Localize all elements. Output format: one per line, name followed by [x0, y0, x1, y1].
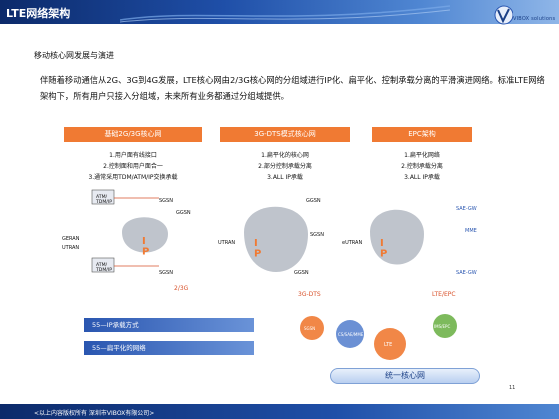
- ip-cloud-3: [370, 209, 424, 265]
- circle-mid: [336, 320, 364, 348]
- list-item: 3.ALL IP承载: [404, 174, 440, 181]
- column-head-epc: EPC架构: [372, 127, 472, 142]
- saegw-label-bottom: SAE-GW: [456, 270, 477, 276]
- section-subtitle: 移动核心网发展与演进: [34, 51, 114, 60]
- sgsn-label-top: SGSN: [159, 198, 173, 204]
- column-head-2g3g: 基础2G/3G核心网: [64, 127, 202, 142]
- circle-right-label: IMS/EPC: [434, 324, 450, 329]
- column-list-2g3g: 1.用户面有线接口 2.控制面和用户面合一 3.通常采用TDM/ATM/IP交换…: [64, 150, 202, 183]
- circle-center-label: LTE: [384, 342, 392, 348]
- description-paragraph: 伴随着移动通信从2G、3G到4G发展，LTE核心网由2/3G核心网的分组域进行I…: [40, 75, 545, 101]
- legend-flat-network: 55—扁平化的网络: [84, 341, 254, 355]
- ggsn-label-1: GGSN: [176, 210, 191, 216]
- circle-right: [433, 314, 457, 338]
- company-logo: VIBOX solutions: [491, 4, 555, 28]
- footer-bar: <以上内容版权所有 深圳市VIBOX有限公司>: [0, 404, 559, 419]
- circle-left: [300, 316, 324, 340]
- mme-label: MME: [465, 228, 477, 234]
- saegw-label-top: SAE-GW: [456, 206, 477, 212]
- atm-tdm-node-bottom: [91, 257, 115, 273]
- column-head-3gdts: 3G-DTS模式核心网: [220, 127, 350, 142]
- footer-text: <以上内容版权所有 深圳市VIBOX有限公司>: [34, 410, 155, 417]
- list-item: 2.控制承载分离: [401, 163, 443, 170]
- page-title: LTE网络架构: [6, 7, 71, 20]
- atm-tdm-node-top: [91, 189, 115, 205]
- tag-3gdts: 3G-DTS: [298, 291, 321, 298]
- sgsn-label-bottom: SGSN: [159, 270, 173, 276]
- list-item: 1.用户面有线接口: [109, 152, 157, 159]
- ggsn-label-3: GGSN: [294, 270, 309, 276]
- tag-lte-epc: LTE/EPC: [432, 291, 456, 298]
- eutran-label: eUTRAN: [342, 240, 362, 246]
- atm-tdm-label-bottom: ATM/TDM/IP: [95, 262, 112, 273]
- logo-text: VIBOX solutions: [513, 16, 556, 22]
- tag-2g3g: 2/3G: [174, 285, 189, 292]
- list-item: 3.ALL IP承载: [267, 174, 303, 181]
- page-number: 11: [509, 385, 516, 391]
- core-convergence-illustration: SGSN CS/SAE/MME LTE IMS/EPC: [300, 314, 457, 360]
- utran-label-1: UTRAN: [62, 245, 79, 251]
- header-wave-decoration: [120, 5, 450, 23]
- list-item: 3.通常采用TDM/ATM/IP交换承载: [88, 174, 178, 181]
- geran-label: GERAN: [62, 236, 80, 242]
- sgsn-label-mid: SGSN: [310, 232, 324, 238]
- utran-label-2: UTRAN: [218, 240, 235, 246]
- column-list-3gdts: 1.扁平化的核心网 2.部分控制承载分离 3.ALL IP承载: [220, 150, 350, 183]
- header-bar: LTE网络架构: [0, 0, 559, 24]
- list-item: 2.控制面和用户面合一: [103, 163, 163, 170]
- ip-cloud-1: [122, 217, 168, 253]
- list-item: 2.部分控制承载分离: [258, 163, 312, 170]
- legend-ip-bearer: 55—IP承载方式: [84, 318, 254, 332]
- circle-center: [374, 328, 406, 360]
- column-list-epc: 1.扁平化网络 2.控制承载分离 3.ALL IP承载: [372, 150, 472, 183]
- ip-cloud-2: [244, 206, 308, 272]
- list-item: 1.扁平化的核心网: [261, 152, 309, 159]
- list-item: 1.扁平化网络: [404, 152, 440, 159]
- atm-tdm-label-top: ATM/TDM/IP: [95, 194, 112, 205]
- circle-left-label: SGSN: [304, 326, 315, 331]
- unified-core-badge: 统一核心网: [330, 368, 480, 384]
- ggsn-label-2: GGSN: [306, 198, 321, 204]
- circle-mid-label: CS/SAE/MME: [338, 332, 364, 337]
- logo-icon: [494, 5, 513, 25]
